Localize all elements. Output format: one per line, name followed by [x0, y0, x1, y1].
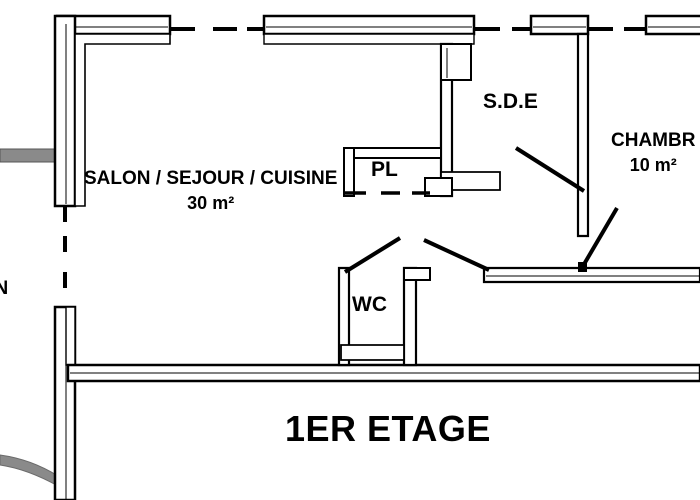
door-leaf-sde — [514, 146, 586, 193]
wall-interior-topleft-return — [74, 33, 171, 207]
door-swing-group — [343, 146, 619, 274]
wall-sde-bottom-stub — [424, 177, 453, 197]
wall-corridor-door-jamb — [578, 262, 587, 272]
floor-title: 1ER ETAGE — [285, 408, 491, 449]
wall-pl-top — [343, 147, 442, 159]
room-area-chambre: 10 m² — [629, 155, 677, 176]
door-leaf-chambre — [581, 206, 619, 268]
wall-top-middle-underside — [263, 33, 475, 45]
wall-wc-fixture — [340, 344, 405, 361]
window-group-top — [55, 14, 700, 36]
room-label-balcon: CON m² — [0, 278, 8, 325]
wall-corridor-north — [482, 266, 700, 284]
window-sde — [529, 14, 590, 36]
room-label-sde: S.D.E — [483, 90, 538, 115]
wall-sde-right-partition — [576, 32, 590, 238]
room-name-chambre: CHAMBR — [611, 130, 696, 151]
wall-pl-left — [343, 147, 355, 197]
hatched-wall-left-mid — [0, 148, 57, 163]
door-leaf-wc — [343, 236, 402, 274]
wall-wc-top-right-cap — [403, 267, 431, 281]
room-name-wc: WC — [352, 293, 387, 316]
wall-wc-right — [402, 266, 418, 367]
wall-exterior-left — [53, 14, 77, 208]
room-label-wc: WC — [352, 293, 387, 318]
room-area-salon: 30 m² — [187, 193, 235, 214]
room-name-sde: S.D.E — [483, 90, 538, 113]
room-name-placard: PL — [371, 158, 398, 181]
wall-balcon-return — [65, 306, 76, 366]
wall-group — [53, 14, 700, 500]
wall-sde-niche — [440, 43, 472, 81]
room-name-balcon: CON — [0, 278, 9, 299]
window-chambre — [644, 14, 700, 36]
wall-wc-left — [337, 266, 351, 367]
room-label-placard: PL — [371, 158, 398, 183]
room-label-chambre: CHAMBR 10 m² — [611, 130, 695, 177]
room-area-balcon: m² — [0, 303, 8, 324]
room-name-salon: SALON / SEJOUR / CUISINE — [84, 168, 338, 189]
hatched-wall-bottom-left-curve — [0, 454, 59, 487]
hatched-wall-group — [0, 148, 59, 487]
door-leaf-corridor — [423, 238, 490, 272]
window-salon-middle — [262, 14, 476, 36]
room-label-salon: SALON / SEJOUR / CUISINE 30 m² — [84, 168, 337, 215]
